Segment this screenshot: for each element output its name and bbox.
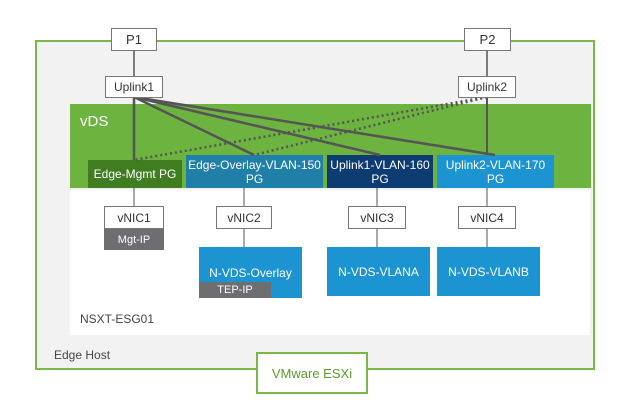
- link-uplink1-vlan170-pg: [133, 95, 496, 157]
- vnic-4: vNIC4: [458, 206, 516, 229]
- vnic-3: vNIC3: [348, 206, 406, 229]
- n-vds-vlanb: N-VDS-VLANB: [437, 247, 540, 296]
- port-group-edge-mgmt: Edge-Mgmt PG: [88, 160, 182, 188]
- edge-host-label: Edge Host: [54, 348, 111, 362]
- physical-port-p2: P2: [464, 28, 511, 51]
- port-group-uplink2-vlan: Uplink2-VLAN-170 PG: [437, 155, 554, 188]
- port-group-uplink1-vlan: Uplink1-VLAN-160 PG: [327, 155, 433, 188]
- port-group-edge-overlay: Edge-Overlay-VLAN-150 PG: [186, 155, 323, 188]
- link-uplink1-vlan160-pg: [133, 95, 381, 157]
- link-uplink1-overlay-pg: [133, 95, 255, 157]
- vnic-2: vNIC2: [216, 206, 272, 229]
- mgmt-ip-tag: Mgt-IP: [104, 229, 164, 250]
- n-vds-vlana: N-VDS-VLANA: [327, 247, 430, 296]
- esg-label: NSXT-ESG01: [80, 312, 155, 326]
- physical-port-p1: P1: [111, 28, 157, 51]
- vnic-1: vNIC1: [104, 206, 164, 229]
- vmware-esxi-box: VMware ESXi: [256, 352, 368, 394]
- uplink-2: Uplink2: [458, 76, 516, 98]
- link-uplink2-overlay-pg: [253, 95, 488, 157]
- vds-label: vDS: [80, 113, 109, 130]
- uplink-1: Uplink1: [105, 76, 163, 98]
- tep-ip-tag: TEP-IP: [199, 282, 271, 298]
